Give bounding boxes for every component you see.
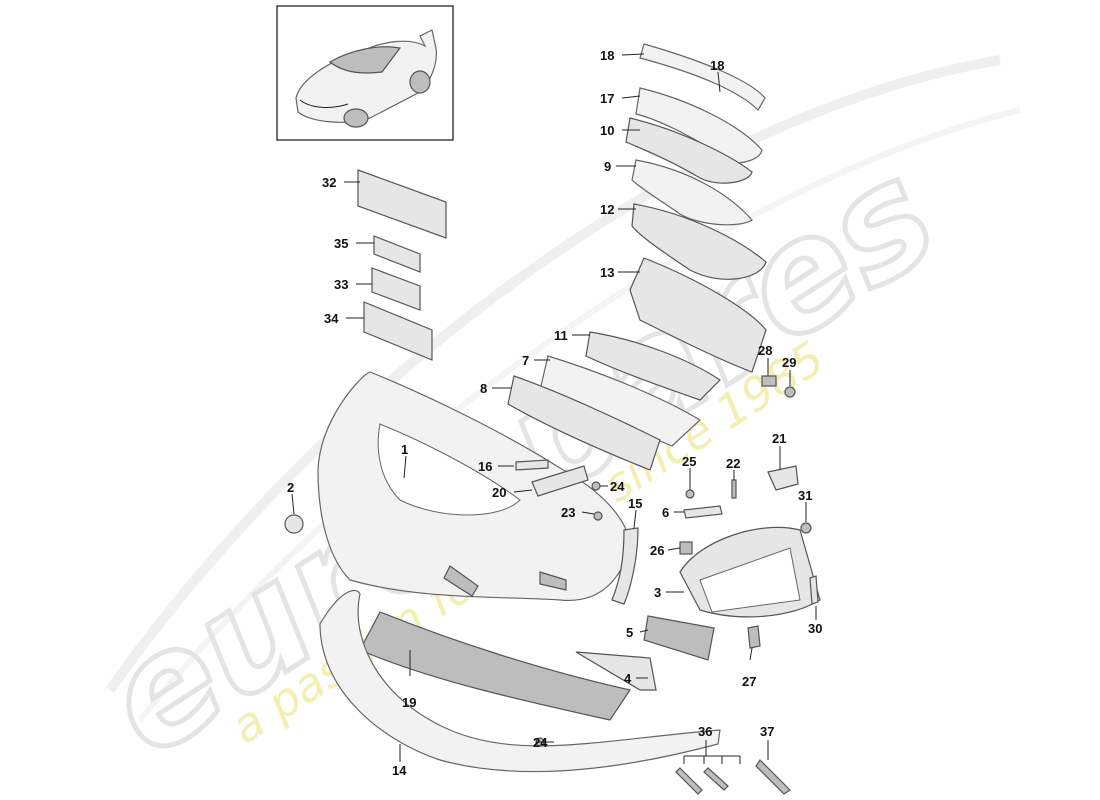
callout-17: 17 — [600, 91, 614, 106]
part-16-trim — [515, 459, 549, 471]
callout-4: 4 — [624, 671, 632, 686]
part-6-bracket — [683, 505, 723, 519]
part-26-clip — [679, 541, 693, 555]
callout-7: 7 — [522, 353, 529, 368]
bumper-assembly — [284, 371, 639, 605]
callout-31: 31 — [798, 488, 812, 503]
callout-21: 21 — [772, 431, 786, 446]
part-27-clip — [747, 625, 761, 649]
part-34-plate — [363, 301, 433, 361]
callout-2: 2 — [287, 480, 294, 495]
leader-lines — [291, 53, 817, 762]
tools — [675, 755, 791, 795]
part-37-tool — [755, 759, 791, 795]
part-29-bolt — [784, 386, 796, 398]
part-14-lip — [319, 590, 721, 773]
part-31-nut — [800, 522, 812, 534]
callout-10: 10 — [600, 123, 614, 138]
part-13-bracket — [629, 257, 767, 373]
upper-trim-stack — [507, 43, 796, 471]
callout-16: 16 — [478, 459, 492, 474]
part-28-pin — [761, 375, 777, 387]
callout-18: 18 — [710, 58, 724, 73]
car-thumbnail — [276, 5, 454, 141]
callout-9: 9 — [604, 159, 611, 174]
callout-5: 5 — [626, 625, 633, 640]
callout-6: 6 — [662, 505, 669, 520]
part-11-duct — [585, 331, 721, 401]
callout-11: 11 — [554, 328, 568, 343]
part-12-grille — [631, 203, 767, 280]
callout-35: 35 — [334, 236, 348, 251]
callout-22: 22 — [726, 456, 740, 471]
callout-8: 8 — [480, 381, 487, 396]
callout-37: 37 — [760, 724, 774, 739]
part-32-plate — [357, 169, 447, 239]
callout-34: 34 — [324, 311, 339, 326]
callout-12: 12 — [600, 202, 614, 217]
callout-15: 15 — [628, 496, 642, 511]
part-21-bracket — [767, 465, 799, 491]
part-8-vent — [507, 375, 661, 471]
part-15-trim — [611, 527, 639, 605]
callout-3: 3 — [654, 585, 661, 600]
callout-29: 29 — [782, 355, 796, 370]
part-20-bracket — [531, 465, 589, 497]
callout-36: 36 — [698, 724, 712, 739]
part-23-clip — [593, 511, 603, 521]
callout-33: 33 — [334, 277, 348, 292]
callout-24: 24 — [610, 479, 625, 494]
part-25-screw — [685, 489, 695, 499]
callout-24: 24 — [533, 735, 548, 750]
plate-stack — [357, 169, 447, 361]
part-33-plate — [371, 267, 421, 311]
callout-labels: 18 18 17 10 9 12 13 11 7 8 28 29 32 35 3… — [287, 48, 822, 778]
part-19-undertray — [359, 611, 631, 721]
callout-30: 30 — [808, 621, 822, 636]
part-5-mesh — [643, 615, 715, 661]
part-18-strip — [639, 43, 766, 111]
part-4-trim — [575, 651, 657, 691]
callout-18: 18 — [600, 48, 614, 63]
part-9-frame — [631, 159, 753, 226]
part-36-tool-a — [675, 767, 703, 795]
callout-26: 26 — [650, 543, 664, 558]
callout-23: 23 — [561, 505, 575, 520]
callout-19: 19 — [402, 695, 416, 710]
callout-20: 20 — [492, 485, 506, 500]
callout-27: 27 — [742, 674, 756, 689]
callout-14: 14 — [392, 763, 407, 778]
part-30-strip — [809, 575, 819, 605]
air-inlet-assembly — [575, 465, 821, 691]
part-24-clip-a — [591, 481, 601, 491]
part-17-frame — [635, 87, 763, 164]
callout-28: 28 — [758, 343, 772, 358]
callout-32: 32 — [322, 175, 336, 190]
part-35-plate — [373, 235, 421, 273]
part-2-cap — [284, 514, 304, 534]
part-36-tool-b — [703, 767, 729, 791]
part-22-screw — [731, 479, 737, 499]
callout-25: 25 — [682, 454, 696, 469]
part-10-mesh — [625, 117, 753, 184]
callout-1: 1 — [401, 442, 408, 457]
callout-13: 13 — [600, 265, 614, 280]
